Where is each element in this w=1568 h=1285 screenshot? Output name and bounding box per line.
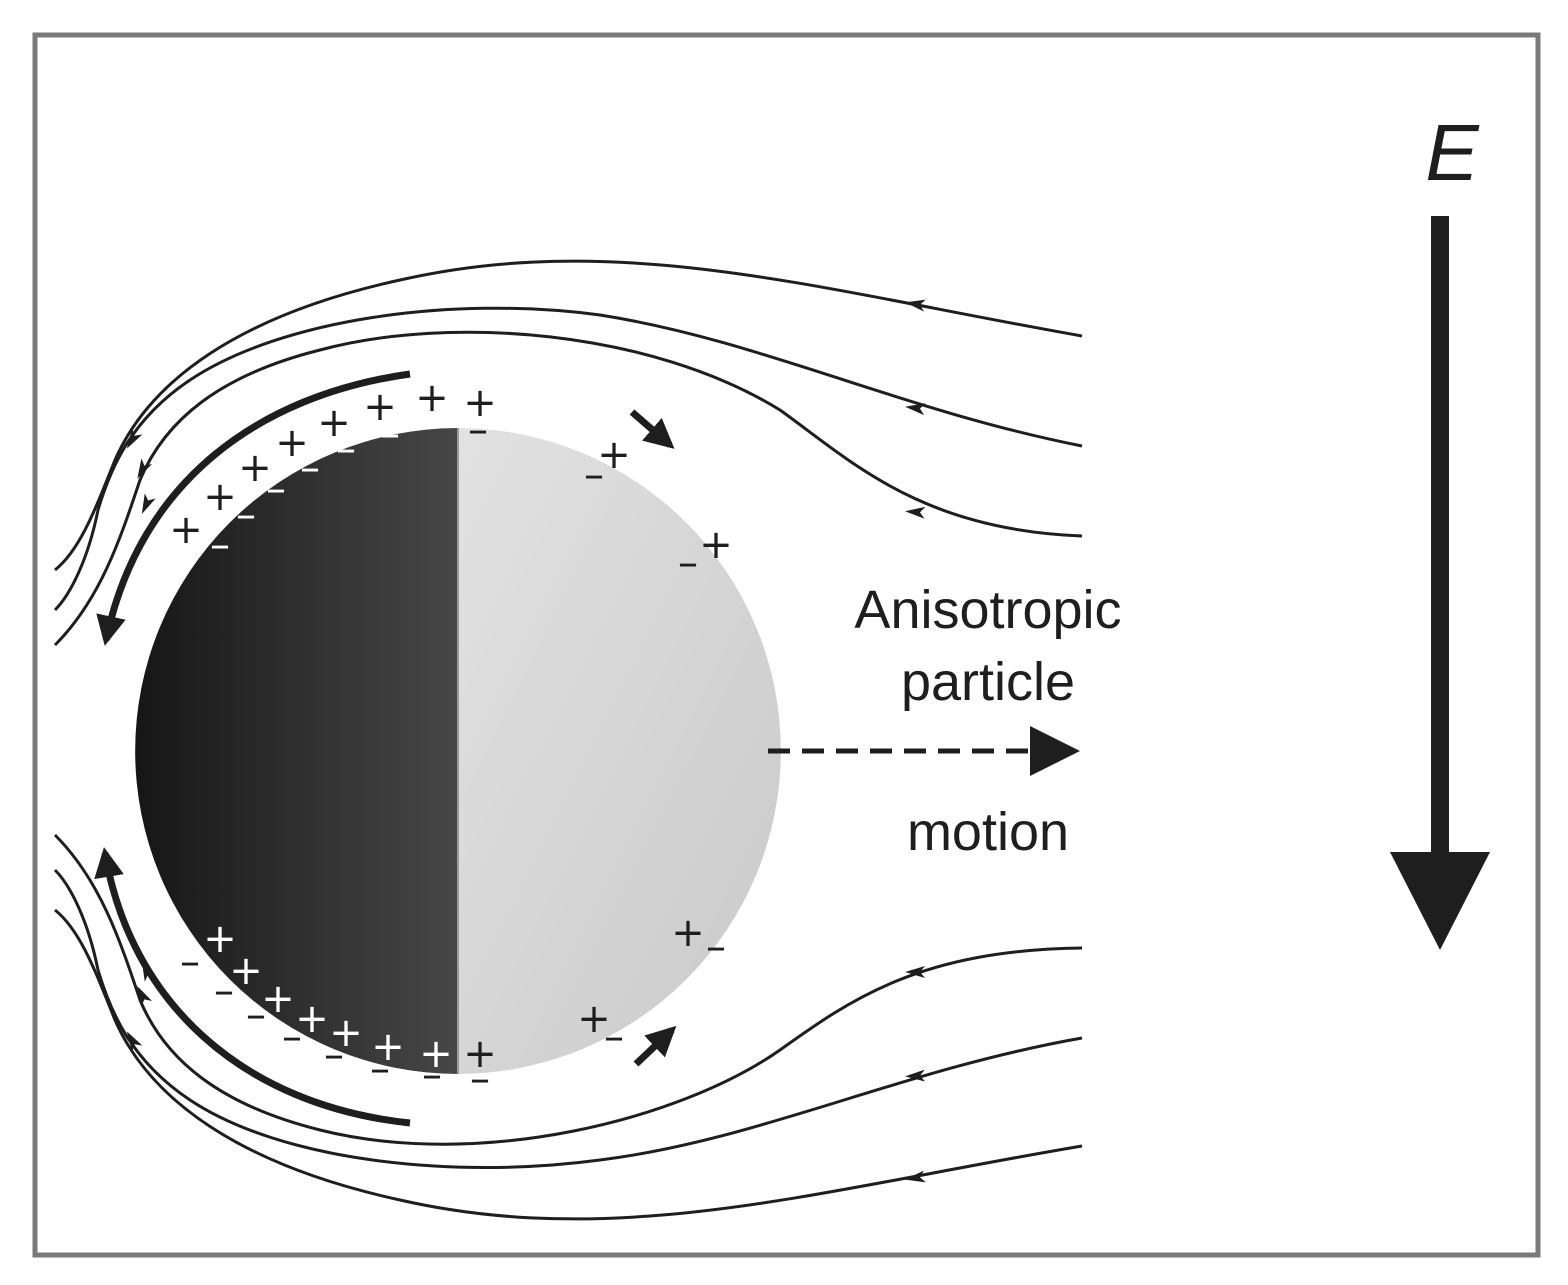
plus-charge: + bbox=[229, 948, 263, 994]
particle-label-line1: Anisotropic bbox=[854, 580, 1121, 640]
minus-charge: – bbox=[422, 1052, 442, 1098]
double-layer-top: + + + + + + + + – – – – – – – – bbox=[169, 375, 497, 568]
plus-charge: + bbox=[415, 375, 449, 421]
minus-charge: – bbox=[210, 522, 230, 568]
plus-charge: + bbox=[329, 1010, 363, 1056]
double-layer-bottom: + + + + + + + + – – – – – – – – bbox=[180, 916, 497, 1102]
motion-arrow bbox=[768, 726, 1080, 776]
particle-label-line2: particle bbox=[901, 652, 1075, 712]
plus-charge: + bbox=[169, 507, 203, 553]
electric-field-arrow bbox=[1390, 216, 1490, 950]
light-hemisphere bbox=[458, 428, 781, 1074]
plus-charge: + bbox=[238, 445, 272, 491]
plus-charge: + bbox=[363, 384, 397, 430]
minus-charge: – bbox=[324, 1032, 344, 1078]
streamline-lower-2 bbox=[53, 868, 1083, 1169]
anisotropic-particle bbox=[135, 428, 781, 1074]
minus-charge: – bbox=[236, 492, 256, 538]
plus-charge: + bbox=[275, 420, 309, 466]
slip-arrow-lower bbox=[94, 847, 411, 1127]
plus-charge: + bbox=[203, 474, 237, 520]
lower-streamlines bbox=[53, 833, 1083, 1221]
minus-charge: – bbox=[282, 1014, 302, 1060]
minus-charge: – bbox=[468, 407, 488, 453]
streamline-lower-1 bbox=[53, 833, 1083, 1146]
plus-charge: + bbox=[419, 1031, 453, 1077]
plus-charge: + bbox=[597, 432, 631, 478]
minus-charge: – bbox=[584, 452, 604, 498]
plus-charge: + bbox=[699, 522, 733, 568]
plus-charge: + bbox=[295, 996, 329, 1042]
plus-charge: + bbox=[261, 976, 295, 1022]
field-label: E bbox=[1425, 108, 1480, 197]
slip-flow-arrows bbox=[94, 370, 411, 1127]
plus-charge: + bbox=[317, 400, 351, 446]
minus-charge: – bbox=[470, 1056, 490, 1102]
streamline-lower-3 bbox=[54, 908, 1083, 1221]
minus-charge: – bbox=[266, 466, 286, 512]
plus-charge: + bbox=[203, 916, 237, 962]
minus-charge: – bbox=[336, 426, 356, 472]
streamline-upper-3 bbox=[53, 330, 1083, 647]
plus-charge: + bbox=[371, 1024, 405, 1070]
plus-charge: + bbox=[671, 910, 705, 956]
upper-streamlines bbox=[53, 259, 1083, 647]
motion-label: motion bbox=[907, 802, 1069, 862]
dark-hemisphere bbox=[135, 428, 459, 1074]
light-side-flow-arrows bbox=[629, 409, 677, 1067]
minus-charge: – bbox=[678, 540, 698, 586]
small-arrow-lower bbox=[633, 1025, 677, 1067]
small-arrow-upper bbox=[629, 409, 675, 449]
plus-charge: + bbox=[463, 1031, 497, 1077]
minus-charge: – bbox=[246, 992, 266, 1038]
plus-charge: + bbox=[463, 380, 497, 426]
minus-charge: – bbox=[604, 1014, 624, 1060]
minus-charge: – bbox=[180, 939, 200, 985]
minus-charge: – bbox=[214, 968, 234, 1014]
minus-charge: – bbox=[370, 1046, 390, 1092]
minus-charge: – bbox=[380, 411, 400, 457]
streamline-upper-2 bbox=[53, 306, 1083, 612]
slip-arrow-upper bbox=[96, 370, 411, 646]
minus-charge: – bbox=[424, 400, 444, 446]
minus-charge: – bbox=[706, 924, 726, 970]
plus-charge: + bbox=[577, 996, 611, 1042]
minus-charge: – bbox=[300, 445, 320, 491]
light-side-dipoles: + – + – + – + – bbox=[577, 432, 733, 1060]
